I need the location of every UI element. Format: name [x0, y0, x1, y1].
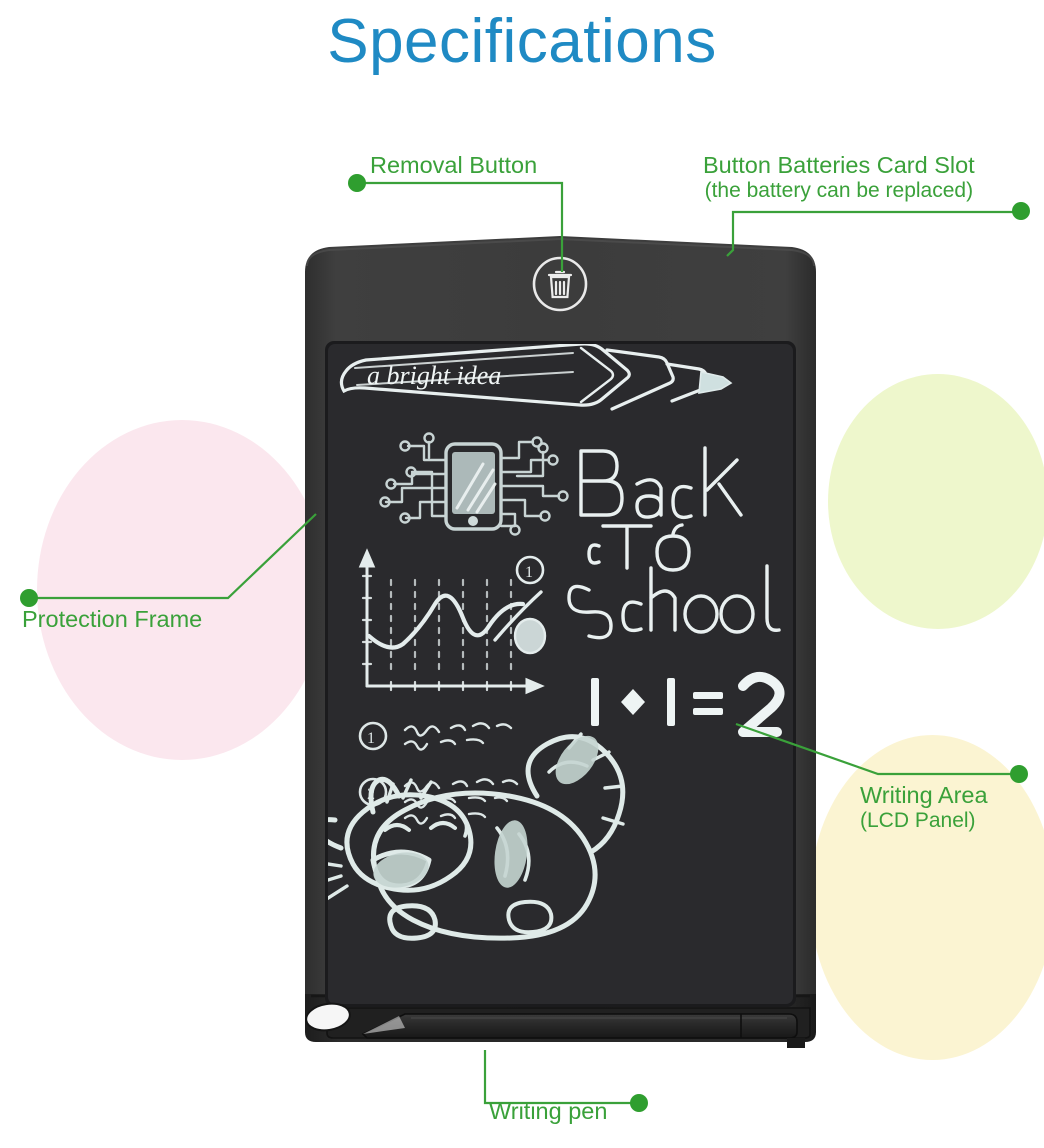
note-marker-1: 1 [367, 730, 375, 747]
smartphone-circuit-drawing [379, 432, 569, 536]
label-battery-slot: Button Batteries Card Slot (the battery … [703, 152, 975, 204]
removal-button [532, 256, 588, 312]
writing-pen [361, 1013, 798, 1039]
lcd-writing-tablet: a bright idea [281, 236, 840, 1060]
dot-protection-frame [20, 589, 38, 607]
cream-circle [810, 735, 1044, 1060]
lanyard-hole [305, 1002, 351, 1032]
leader-writing-area [735, 722, 1016, 776]
pen-and-slot [305, 1002, 811, 1048]
hand-drawn-line-chart [358, 548, 547, 695]
trash-icon [547, 270, 573, 299]
back-to-school-headline [567, 446, 781, 640]
label-writing-area-subtext: (LCD Panel) [860, 809, 976, 833]
pink-circle [37, 420, 327, 760]
lime-circle [828, 374, 1044, 629]
chart-note-marker-1: 1 [525, 564, 533, 581]
leader-battery-slot [726, 210, 1019, 257]
pencil-banner-drawing [339, 344, 733, 411]
label-writing-pen: Writing pen [489, 1098, 607, 1125]
dot-battery-slot [1012, 202, 1030, 220]
label-battery-slot-text: Button Batteries Card Slot [703, 152, 975, 178]
label-removal-button: Removal Button [370, 152, 537, 179]
leader-writing-pen [483, 1050, 636, 1105]
label-writing-area-text: Writing Area [860, 782, 988, 808]
label-protection-frame-text: Protection Frame [22, 606, 203, 632]
dot-writing-area [1010, 765, 1028, 783]
equation-drawing [591, 671, 785, 737]
leader-removal-button [360, 181, 564, 272]
dot-writing-pen [630, 1094, 648, 1112]
leader-dots [20, 174, 1030, 1112]
label-battery-slot-subtext: (the battery can be replaced) [704, 179, 974, 203]
sleeping-cat-drawing [328, 732, 626, 941]
label-writing-pen-text: Writing pen [489, 1098, 608, 1124]
label-writing-area: Writing Area (LCD Panel) [860, 782, 988, 834]
label-removal-button-text: Removal Button [370, 152, 538, 178]
banner-text-label: a bright idea [367, 361, 501, 390]
leader-protection-frame [32, 513, 317, 600]
page-title: Specifications [327, 7, 717, 76]
dot-removal-button [348, 174, 366, 192]
label-protection-frame: Protection Frame [22, 606, 202, 633]
writing-area-lcd-panel: a bright idea [328, 344, 793, 1004]
pencil-banner-text: a bright idea [367, 361, 501, 390]
